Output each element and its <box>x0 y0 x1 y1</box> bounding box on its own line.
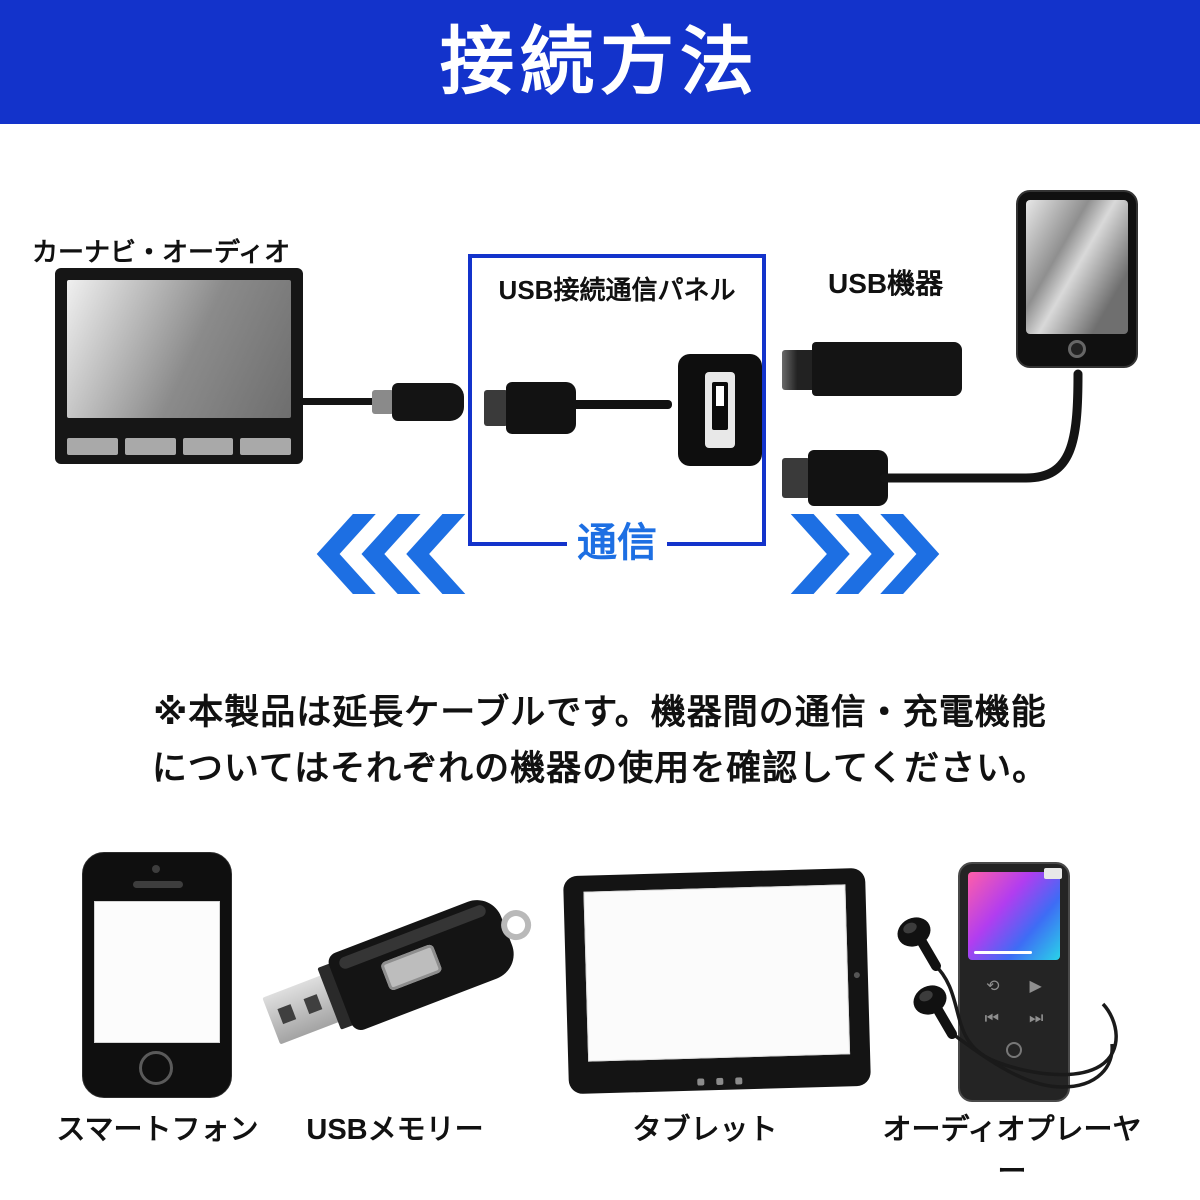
panel-socket-tongue <box>716 386 724 406</box>
usb-plug-body <box>506 382 576 434</box>
chevrons-left-icon <box>316 514 466 594</box>
camera-icon <box>152 865 160 873</box>
player-controls-row: ⏮ ⏭ <box>985 1010 1044 1028</box>
speaker-slot <box>133 881 183 888</box>
navi-button <box>240 438 291 455</box>
note-line1: ※本製品は延長ケーブルです。機器間の通信・充電機能 <box>153 693 1047 732</box>
chevrons-right-icon <box>790 514 940 594</box>
player-controls: ⟲ ▶ ⏮ ⏭ <box>960 976 1068 1058</box>
earphones-illustration <box>897 917 1118 1089</box>
audio-player-screen <box>968 872 1060 960</box>
flash-drive-body <box>812 342 962 396</box>
page-title: 接続方法 <box>440 20 760 103</box>
cable-left <box>300 398 380 405</box>
play-icon: ▶ <box>1029 978 1042 995</box>
usb-connector-collar <box>372 390 394 414</box>
portable-device-screen <box>1026 200 1128 334</box>
smartphone-label: スマートフォン <box>56 1114 259 1146</box>
smartphone-illustration <box>82 852 232 1098</box>
panel-cable <box>572 400 672 409</box>
note-line2: についてはそれぞれの機器の使用を確認してください。 <box>151 749 1049 788</box>
usb-connector2-body <box>808 450 888 506</box>
car-navi-label: カーナビ・オーディオ <box>32 237 291 267</box>
tablet-buttons <box>697 1077 743 1086</box>
repeat-icon: ⟲ <box>986 978 1000 995</box>
player-controls-row: ⟲ ▶ <box>986 976 1042 996</box>
tablet-button <box>697 1078 705 1086</box>
tablet-screen <box>583 884 851 1062</box>
previous-track-icon: ⏮ <box>984 1010 999 1027</box>
cable-right <box>879 369 1083 483</box>
next-track-icon: ⏭ <box>1029 1010 1044 1027</box>
audio-player-illustration: ⟲ ▶ ⏮ ⏭ <box>958 862 1070 1102</box>
player-badge <box>1044 868 1062 879</box>
camera-icon <box>853 972 860 979</box>
communication-label: 通信 <box>567 514 667 572</box>
usb-panel-box: USB接続通信パネル 通信 <box>468 254 766 572</box>
flash-drive-plug <box>782 350 816 390</box>
navi-button <box>182 438 234 455</box>
usb-connector-body <box>392 383 464 421</box>
navi-button <box>67 438 118 455</box>
usb-memory-label: USBメモリー <box>306 1114 484 1146</box>
tablet-button <box>735 1077 743 1085</box>
usb-plug-hole <box>277 1004 297 1025</box>
audio-player-label: オーディオプレーヤー <box>882 1114 1142 1188</box>
tablet-label: タブレット <box>632 1114 778 1146</box>
progress-bar <box>974 951 1032 954</box>
usb-plug-tip <box>484 390 508 426</box>
usb-connector2-tip <box>782 458 810 498</box>
tablet-button <box>716 1077 724 1086</box>
navi-buttons <box>67 438 291 455</box>
usb-plug-hole <box>303 994 323 1015</box>
header-banner: 接続方法 <box>0 0 1200 124</box>
portable-device-illustration <box>1016 190 1138 368</box>
usb-memory-illustration <box>256 881 548 1062</box>
car-navi-illustration <box>55 268 303 464</box>
usb-panel-label: USB接続通信パネル <box>498 275 736 305</box>
smartphone-screen <box>94 901 220 1043</box>
home-button <box>139 1051 173 1085</box>
usb-devices-label: USB機器 <box>828 268 944 299</box>
navi-button <box>124 438 176 455</box>
tablet-illustration <box>563 867 871 1095</box>
select-button-icon <box>1006 1042 1022 1058</box>
portable-device-button <box>1068 340 1086 358</box>
navi-screen <box>67 280 291 418</box>
